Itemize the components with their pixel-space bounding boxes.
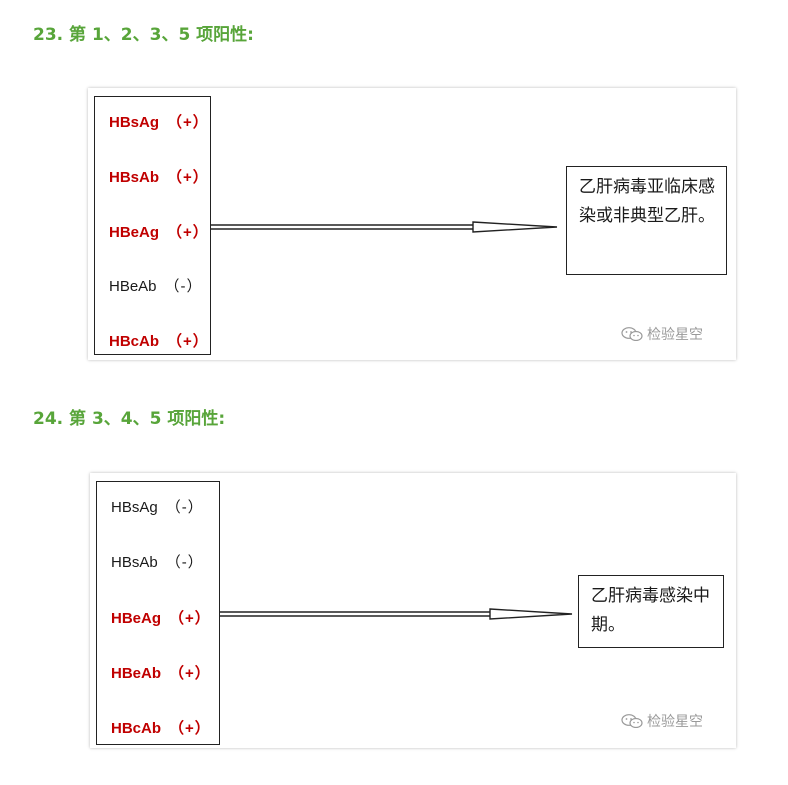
marker-hbsag: HBsAg （-） <box>111 496 204 517</box>
marker-hbeab: HBeAb （-） <box>109 275 203 296</box>
marker-name: HBsAb <box>109 169 160 186</box>
arrow-icon <box>211 221 558 233</box>
marker-result: （+） <box>167 333 209 350</box>
marker-hbeag: HBeAg （+） <box>109 221 209 242</box>
wechat-icon <box>621 714 643 728</box>
watermark: 检验星空 <box>621 324 703 344</box>
marker-name: HBeAg <box>111 610 162 627</box>
marker-result: （-） <box>165 499 204 516</box>
watermark-text: 检验星空 <box>647 327 703 343</box>
marker-name: HBeAb <box>111 665 162 682</box>
marker-name: HBsAg <box>109 114 160 131</box>
conclusion-box: 乙肝病毒感染中期。 <box>578 575 724 648</box>
wechat-icon <box>621 327 643 341</box>
marker-hbeag: HBeAg （+） <box>111 607 211 628</box>
marker-name: HBcAb <box>111 720 162 737</box>
marker-hbeab: HBeAb （+） <box>111 662 211 683</box>
marker-result: （+） <box>167 224 209 241</box>
marker-result: （-） <box>165 554 204 571</box>
marker-list-box: HBsAg （+） HBsAb （+） HBeAg （+） HBeAb （-） HBcA… <box>94 96 211 355</box>
arrow-icon <box>220 608 573 620</box>
section-23-diagram: HBsAg （+） HBsAb （+） HBeAg （+） HBeAb （-） HBcA… <box>88 88 736 360</box>
marker-result: （+） <box>169 665 211 682</box>
watermark: 检验星空 <box>621 711 703 731</box>
section-23-heading: 23. 第 1、2、3、5 项阳性: <box>33 25 254 45</box>
marker-hbcab: HBcAb （+） <box>111 717 211 738</box>
marker-result: （+） <box>167 169 209 186</box>
conclusion-box: 乙肝病毒亚临床感染或非典型乙肝。 <box>566 166 727 275</box>
section-24-heading: 24. 第 3、4、5 项阳性: <box>33 409 226 429</box>
marker-result: （-） <box>164 278 203 295</box>
marker-list-box: HBsAg （-） HBsAb （-） HBeAg （+） HBeAb （+） HBcA… <box>96 481 220 745</box>
marker-result: （+） <box>169 610 211 627</box>
marker-hbsab: HBsAb （-） <box>111 551 204 572</box>
marker-hbsag: HBsAg （+） <box>109 111 209 132</box>
marker-name: HBcAb <box>109 333 160 350</box>
marker-hbcab: HBcAb （+） <box>109 330 209 351</box>
marker-name: HBeAb <box>109 278 157 295</box>
marker-hbsab: HBsAb （+） <box>109 166 209 187</box>
marker-result: （+） <box>169 720 211 737</box>
marker-result: （+） <box>167 114 209 131</box>
marker-name: HBsAb <box>111 554 158 571</box>
marker-name: HBsAg <box>111 499 158 516</box>
marker-name: HBeAg <box>109 224 160 241</box>
watermark-text: 检验星空 <box>647 714 703 730</box>
section-24-diagram: HBsAg （-） HBsAb （-） HBeAg （+） HBeAb （+） HBcA… <box>90 473 736 748</box>
